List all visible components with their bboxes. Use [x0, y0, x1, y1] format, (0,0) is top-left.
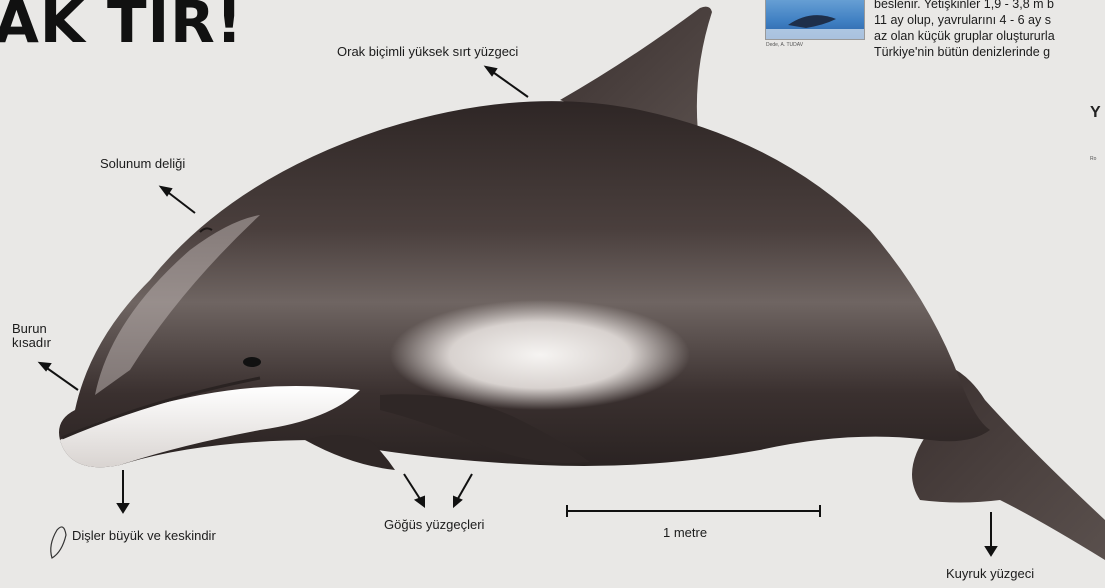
dorsal-fin-label: Orak biçimli yüksek sırt yüzgeci: [337, 44, 518, 59]
scale-label: 1 metre: [663, 525, 707, 540]
tooth-icon: [51, 527, 66, 558]
eye: [243, 357, 261, 367]
snout-label-line: kısadır: [12, 336, 51, 350]
tail-fin-label: Kuyruk yüzgeci: [946, 566, 1034, 581]
blowhole-label: Solunum deliği: [100, 156, 185, 171]
snout-label: Burun kısadır: [12, 322, 51, 350]
pectoral-fins-label: Göğüs yüzgeçleri: [384, 517, 484, 532]
snout-label-line: Burun: [12, 322, 51, 336]
flank-patch: [390, 300, 690, 410]
teeth-label: Dişler büyük ve keskindir: [72, 528, 216, 543]
scale-bar: [567, 505, 820, 517]
